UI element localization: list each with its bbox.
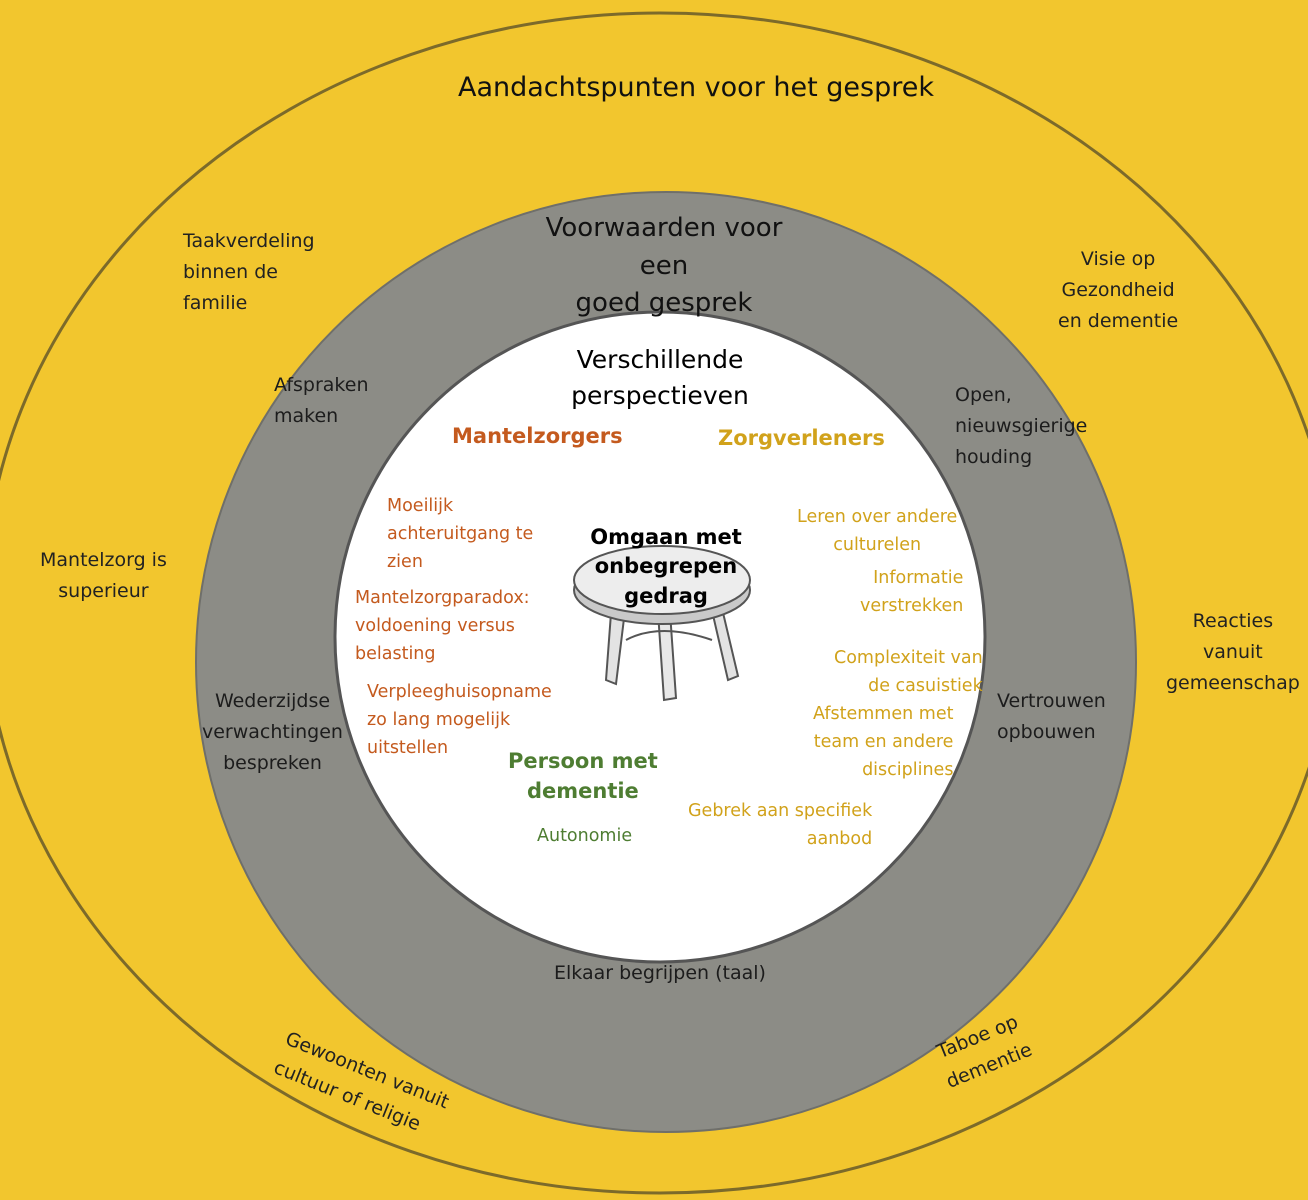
- zorgverleners-item: Leren over andere culturelen: [797, 507, 958, 555]
- mantelzorgers-item: Verpleeghuisopname zo lang mogelijk uits…: [367, 682, 552, 758]
- mantelzorgers-item: Moeilijk achteruitgang te zien: [387, 496, 534, 572]
- zorgverleners-item: Afstemmen met team en andere disciplines: [813, 704, 954, 780]
- persoon-item: Autonomie: [537, 826, 633, 846]
- outer-item-mantelzorg-superieur: Mantelzorg is superieur: [40, 549, 167, 602]
- outer-item-visie: Visie op Gezondheid en dementie: [1058, 248, 1179, 332]
- outer-ring-title: Aandachtspunten voor het gesprek: [458, 72, 934, 103]
- outer-item-taakverdeling: Taakverdeling binnen de familie: [183, 230, 315, 314]
- middle-item-vertrouwen: Vertrouwen opbouwen: [997, 690, 1106, 743]
- group-heading-zorgverleners: Zorgverleners: [718, 426, 885, 450]
- group-heading-mantelzorgers: Mantelzorgers: [452, 424, 623, 448]
- center-label: Omgaan met onbegrepen gedrag: [590, 525, 742, 608]
- middle-item-begrijpen: Elkaar begrijpen (taal): [554, 962, 766, 984]
- inner-circle-title: Verschillende perspectieven: [571, 345, 749, 411]
- middle-item-open-houding: Open, nieuwsgierige houding: [955, 384, 1088, 468]
- zorgverleners-item: Complexiteit van de casuistiek: [834, 648, 983, 696]
- middle-item-wederzijdse: Wederzijdse verwachtingen bespreken: [202, 690, 343, 774]
- zorgverleners-item: Informatie verstrekken: [860, 568, 964, 616]
- middle-item-afspraken: Afspraken maken: [274, 374, 369, 427]
- outer-item-reacties: Reacties vanuit gemeenschap: [1166, 610, 1300, 694]
- mantelzorgers-item: Mantelzorgparadox: voldoening versus bel…: [355, 588, 530, 664]
- round-table-icon: [573, 545, 751, 702]
- zorgverleners-item: Gebrek aan specifiek aanbod: [688, 801, 873, 849]
- group-heading-persoon: Persoon met dementie: [508, 749, 658, 804]
- middle-ring-title: Voorwaarden voor een goed gesprek: [545, 213, 783, 319]
- outer-ring-outline: [0, 11, 1308, 1195]
